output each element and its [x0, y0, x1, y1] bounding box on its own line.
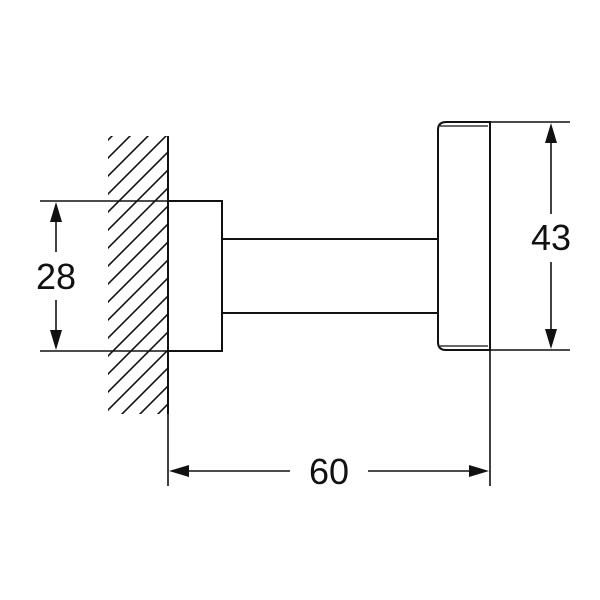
arrow-right-60: [469, 465, 489, 477]
hatch-line: [108, 136, 150, 178]
hatch-line: [108, 258, 168, 322]
hatch-line: [100, 55, 175, 130]
dimension-60: [167, 350, 491, 486]
dimension-43: [490, 121, 570, 351]
hatch-line: [108, 276, 168, 340]
arrow-down-43: [545, 329, 557, 349]
hatch-line: [108, 240, 168, 304]
hatch-line: [108, 186, 168, 250]
hatch-line: [108, 312, 168, 376]
hatch-line: [108, 330, 168, 394]
dimension-label-28: 28: [36, 256, 76, 297]
hook-arm: [221, 238, 466, 314]
hatch-line: [108, 150, 168, 214]
arrow-left-60: [169, 465, 189, 477]
mounting-plate: [167, 200, 223, 352]
hatch-line: [108, 294, 168, 358]
arrow-down-28: [50, 330, 62, 350]
arrow-up-28: [50, 202, 62, 222]
hatch-line: [108, 136, 114, 142]
hatch-line: [138, 384, 168, 414]
arrow-up-43: [545, 123, 557, 143]
dimension-label-60: 60: [309, 451, 349, 492]
dimension-label-43: 43: [531, 217, 571, 258]
hatch-line: [108, 348, 168, 412]
hatch-line: [156, 402, 168, 414]
hatch-line: [108, 136, 168, 196]
wall-hatching: [100, 55, 175, 414]
hatch-line: [120, 366, 168, 414]
dimension-28: [40, 200, 168, 352]
hatch-line: [108, 222, 168, 286]
hook-head: [437, 121, 491, 351]
hatch-line: [108, 136, 132, 160]
hatch-line: [108, 204, 168, 268]
